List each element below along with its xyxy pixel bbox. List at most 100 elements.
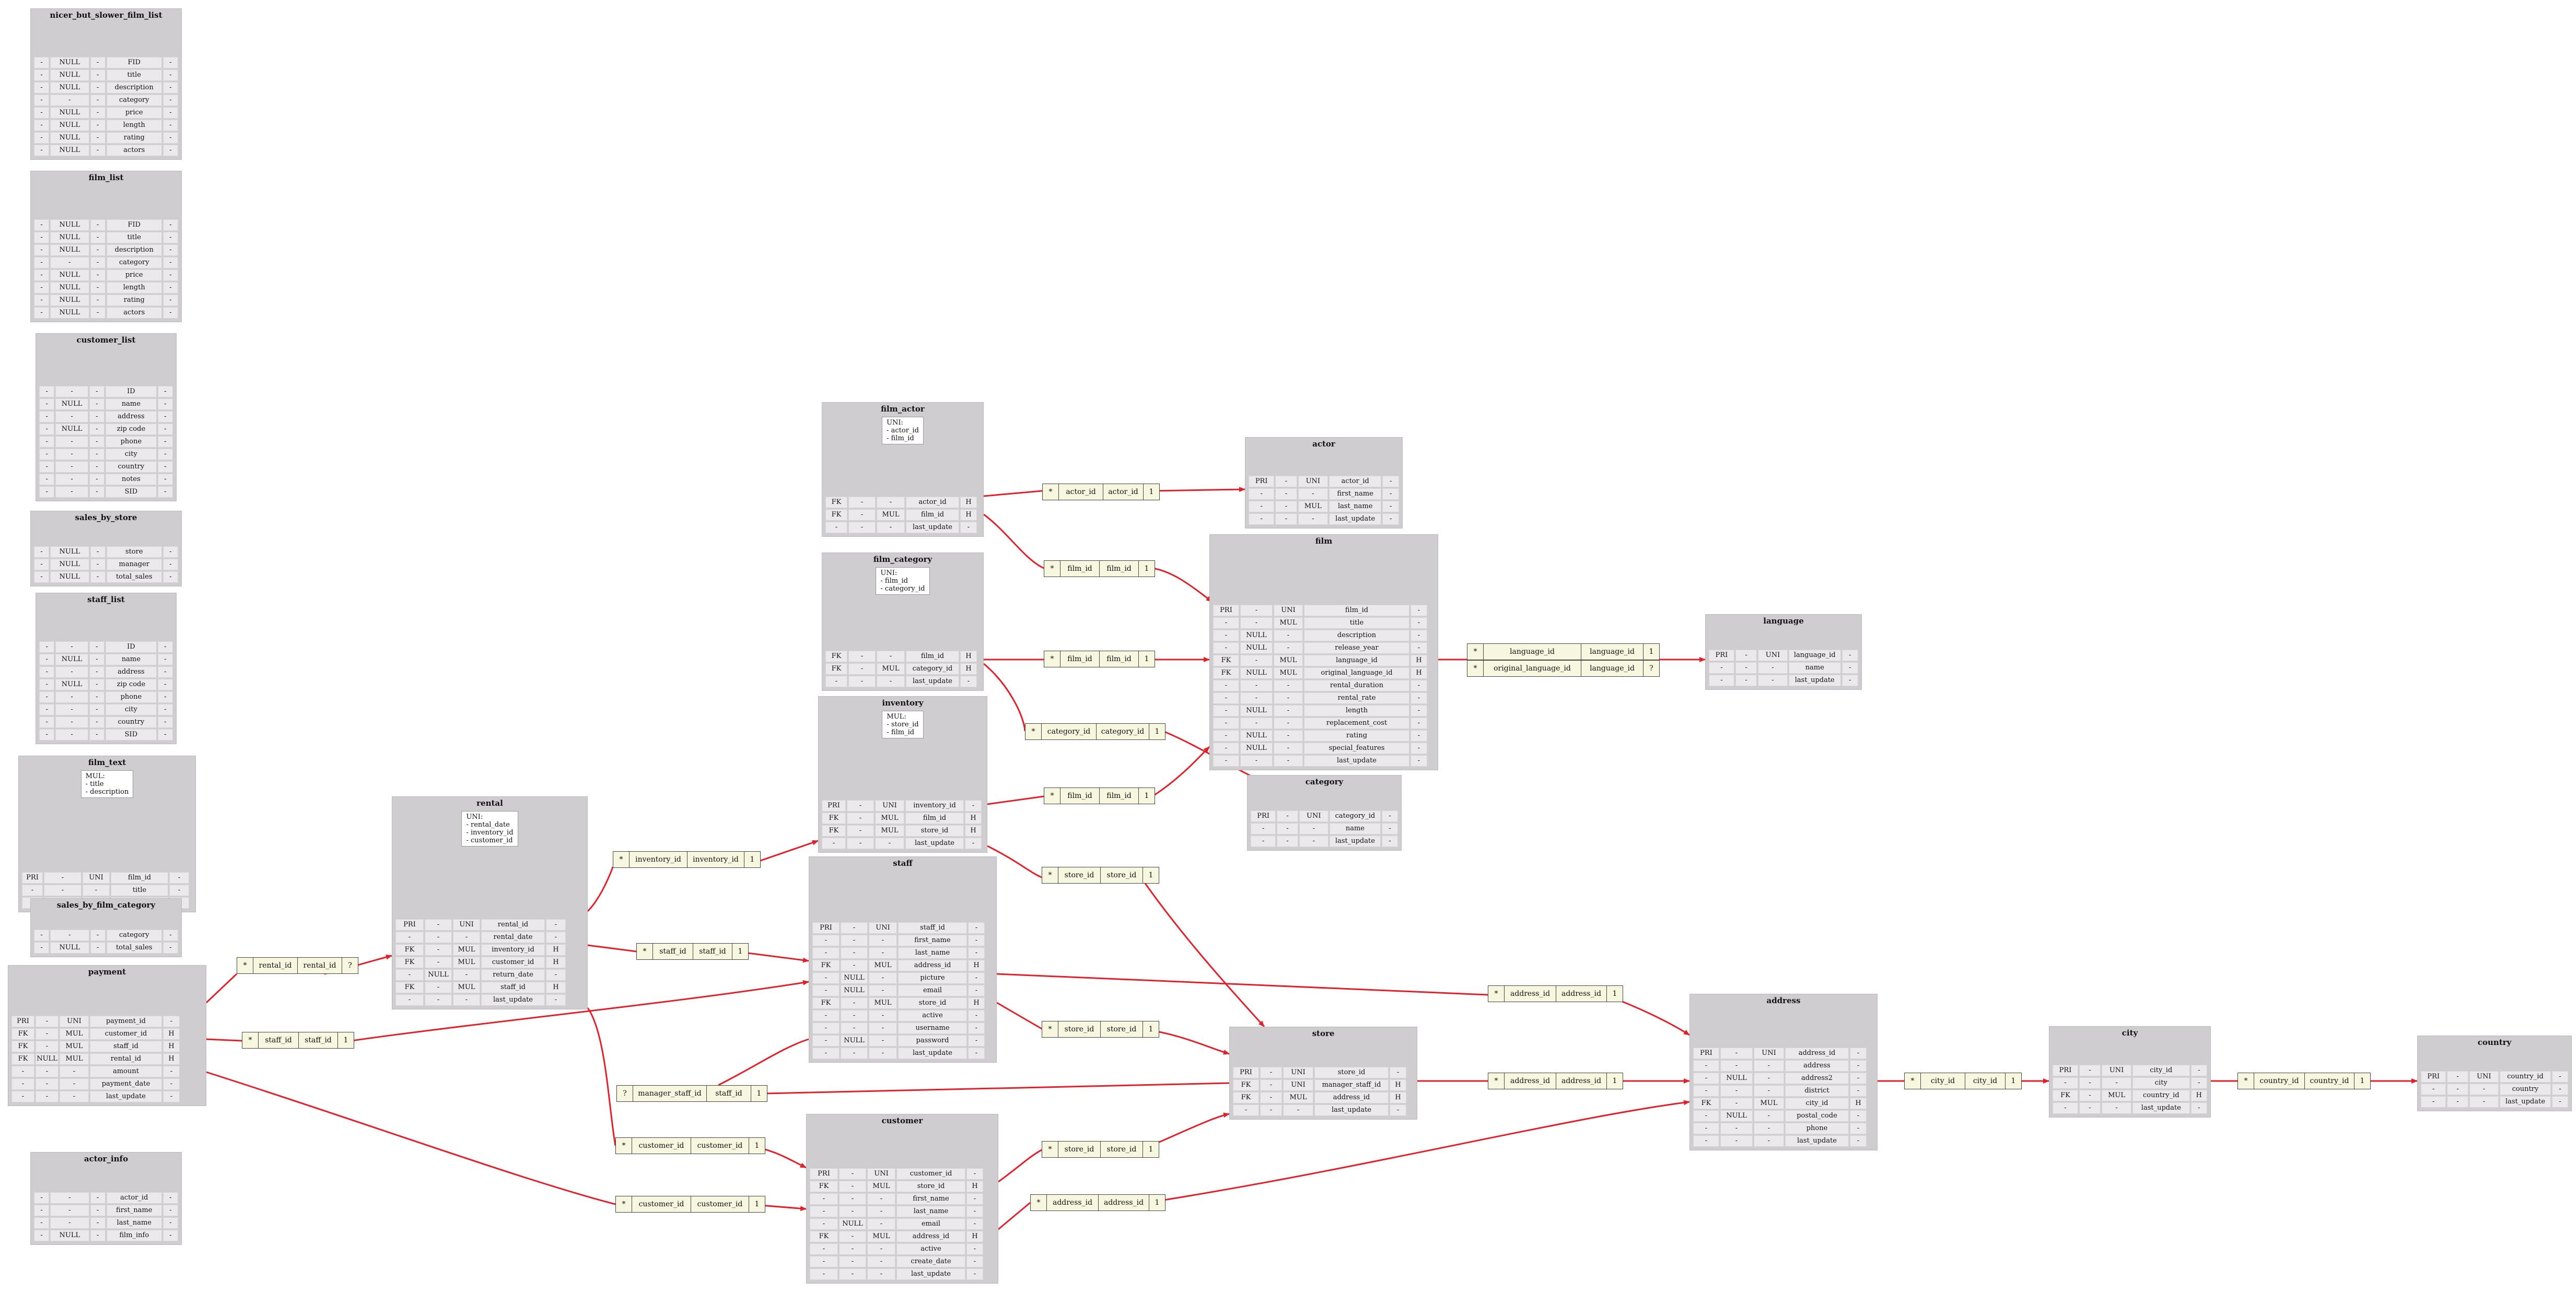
- column-row: ---ID-: [39, 386, 173, 397]
- column-cell: -: [847, 813, 874, 824]
- column-row: -NULL-rating-: [34, 132, 179, 144]
- column-cell: -: [162, 57, 179, 68]
- index-line: - category_id: [880, 585, 925, 593]
- column-cell: -: [163, 1016, 180, 1027]
- column-cell: title: [111, 885, 168, 896]
- column-row: ---country-: [39, 461, 173, 473]
- column-cell: -: [1850, 1123, 1867, 1134]
- column-cell: -: [36, 1066, 59, 1077]
- column-row: -NULL-length-: [34, 282, 179, 293]
- column-cell: NULL: [1240, 667, 1273, 679]
- relation-cell: 1: [2360, 1077, 2365, 1085]
- column-cell: MUL: [1274, 655, 1303, 666]
- column-cell: address_id: [896, 1231, 965, 1242]
- column-cell: -: [1240, 692, 1273, 704]
- column-cell: -: [36, 1041, 59, 1052]
- table-title: sales_by_film_category: [56, 900, 156, 910]
- column-cell: -: [55, 486, 88, 498]
- table-title: film_list: [88, 173, 124, 182]
- column-cell: -: [39, 729, 55, 740]
- column-cell: -: [812, 985, 840, 996]
- column-cell: -: [157, 486, 173, 498]
- column-cell: -: [867, 1243, 895, 1255]
- column-cell: zip code: [106, 679, 157, 690]
- column-cell: -: [157, 654, 173, 665]
- column-cell: actor_id: [906, 497, 959, 508]
- column-cell: -: [812, 935, 840, 946]
- column-row: ---active-: [812, 1010, 993, 1021]
- column-cell: -: [89, 654, 105, 665]
- relation-cell: category_id: [1097, 724, 1149, 739]
- column-cell: -: [812, 947, 840, 959]
- column-cell: -: [55, 436, 88, 448]
- column-cell: -: [968, 947, 985, 959]
- column-cell: -: [1274, 730, 1303, 742]
- column-cell: -: [877, 522, 905, 533]
- column-cell: -: [11, 1091, 34, 1102]
- column-cell: UNI: [1754, 1048, 1784, 1059]
- column-cell: UNI: [83, 872, 110, 884]
- column-cell: -: [425, 944, 452, 956]
- column-cell: -: [2552, 1071, 2568, 1083]
- column-cell: -: [968, 1048, 985, 1059]
- index-line: - description: [85, 788, 129, 796]
- column-cell: -: [425, 982, 452, 993]
- column-cell: special_features: [1304, 743, 1409, 754]
- column-cell: length: [106, 120, 162, 131]
- column-cell: -: [60, 1066, 89, 1077]
- column-row: ---category-: [34, 930, 179, 941]
- relation-cell: 1: [754, 1142, 760, 1150]
- column-cell: -: [89, 386, 105, 397]
- column-row: -NULL-FID-: [34, 219, 179, 231]
- column-cell: -: [1382, 836, 1398, 847]
- column-cell: -: [1213, 617, 1239, 629]
- column-cell: -: [1298, 488, 1328, 500]
- column-cell: -: [2079, 1077, 2101, 1089]
- column-cell: film_id: [906, 651, 959, 662]
- column-cell: NULL: [50, 1230, 89, 1241]
- column-cell: country: [2499, 1084, 2551, 1095]
- column-cell: NULL: [841, 1035, 868, 1047]
- column-cell: MUL: [875, 825, 904, 837]
- column-cell: -: [89, 691, 105, 703]
- column-cell: -: [867, 1268, 895, 1280]
- column-cell: -: [162, 107, 179, 119]
- column-row: ---last_update-: [2421, 1096, 2568, 1108]
- column-cell: -: [50, 1192, 89, 1204]
- column-row: ---last_name-: [810, 1206, 995, 1217]
- column-cell: -: [1735, 662, 1757, 674]
- column-cell: -: [169, 872, 189, 884]
- column-cell: -: [2469, 1084, 2499, 1095]
- column-cell: manager: [106, 559, 162, 570]
- column-cell: actors: [106, 307, 162, 319]
- column-cell: MUL: [453, 957, 480, 968]
- column-cell: last_update: [905, 838, 964, 849]
- column-cell: MUL: [1298, 501, 1328, 512]
- column-cell: MUL: [877, 509, 905, 521]
- column-cell: name: [106, 398, 157, 410]
- column-cell: H: [965, 813, 982, 824]
- column-cell: UNI: [453, 919, 480, 931]
- column-cell: NULL: [50, 82, 89, 93]
- column-cell: -: [1213, 642, 1239, 654]
- column-cell: description: [1304, 630, 1409, 641]
- column-row: ---first_name-: [812, 935, 993, 946]
- column-cell: NULL: [50, 942, 89, 954]
- column-cell: -: [2190, 1102, 2207, 1114]
- column-cell: -: [1277, 823, 1298, 834]
- column-row: -NULL-price-: [34, 269, 179, 281]
- column-cell: NULL: [1240, 705, 1273, 716]
- column-cell: -: [55, 704, 88, 715]
- index-box: UNI:- actor_id- film_id: [882, 417, 924, 444]
- column-cell: -: [1841, 675, 1859, 686]
- column-row: ---last_update-: [825, 522, 980, 533]
- column-cell: -: [162, 571, 179, 583]
- column-cell: total_sales: [106, 942, 162, 954]
